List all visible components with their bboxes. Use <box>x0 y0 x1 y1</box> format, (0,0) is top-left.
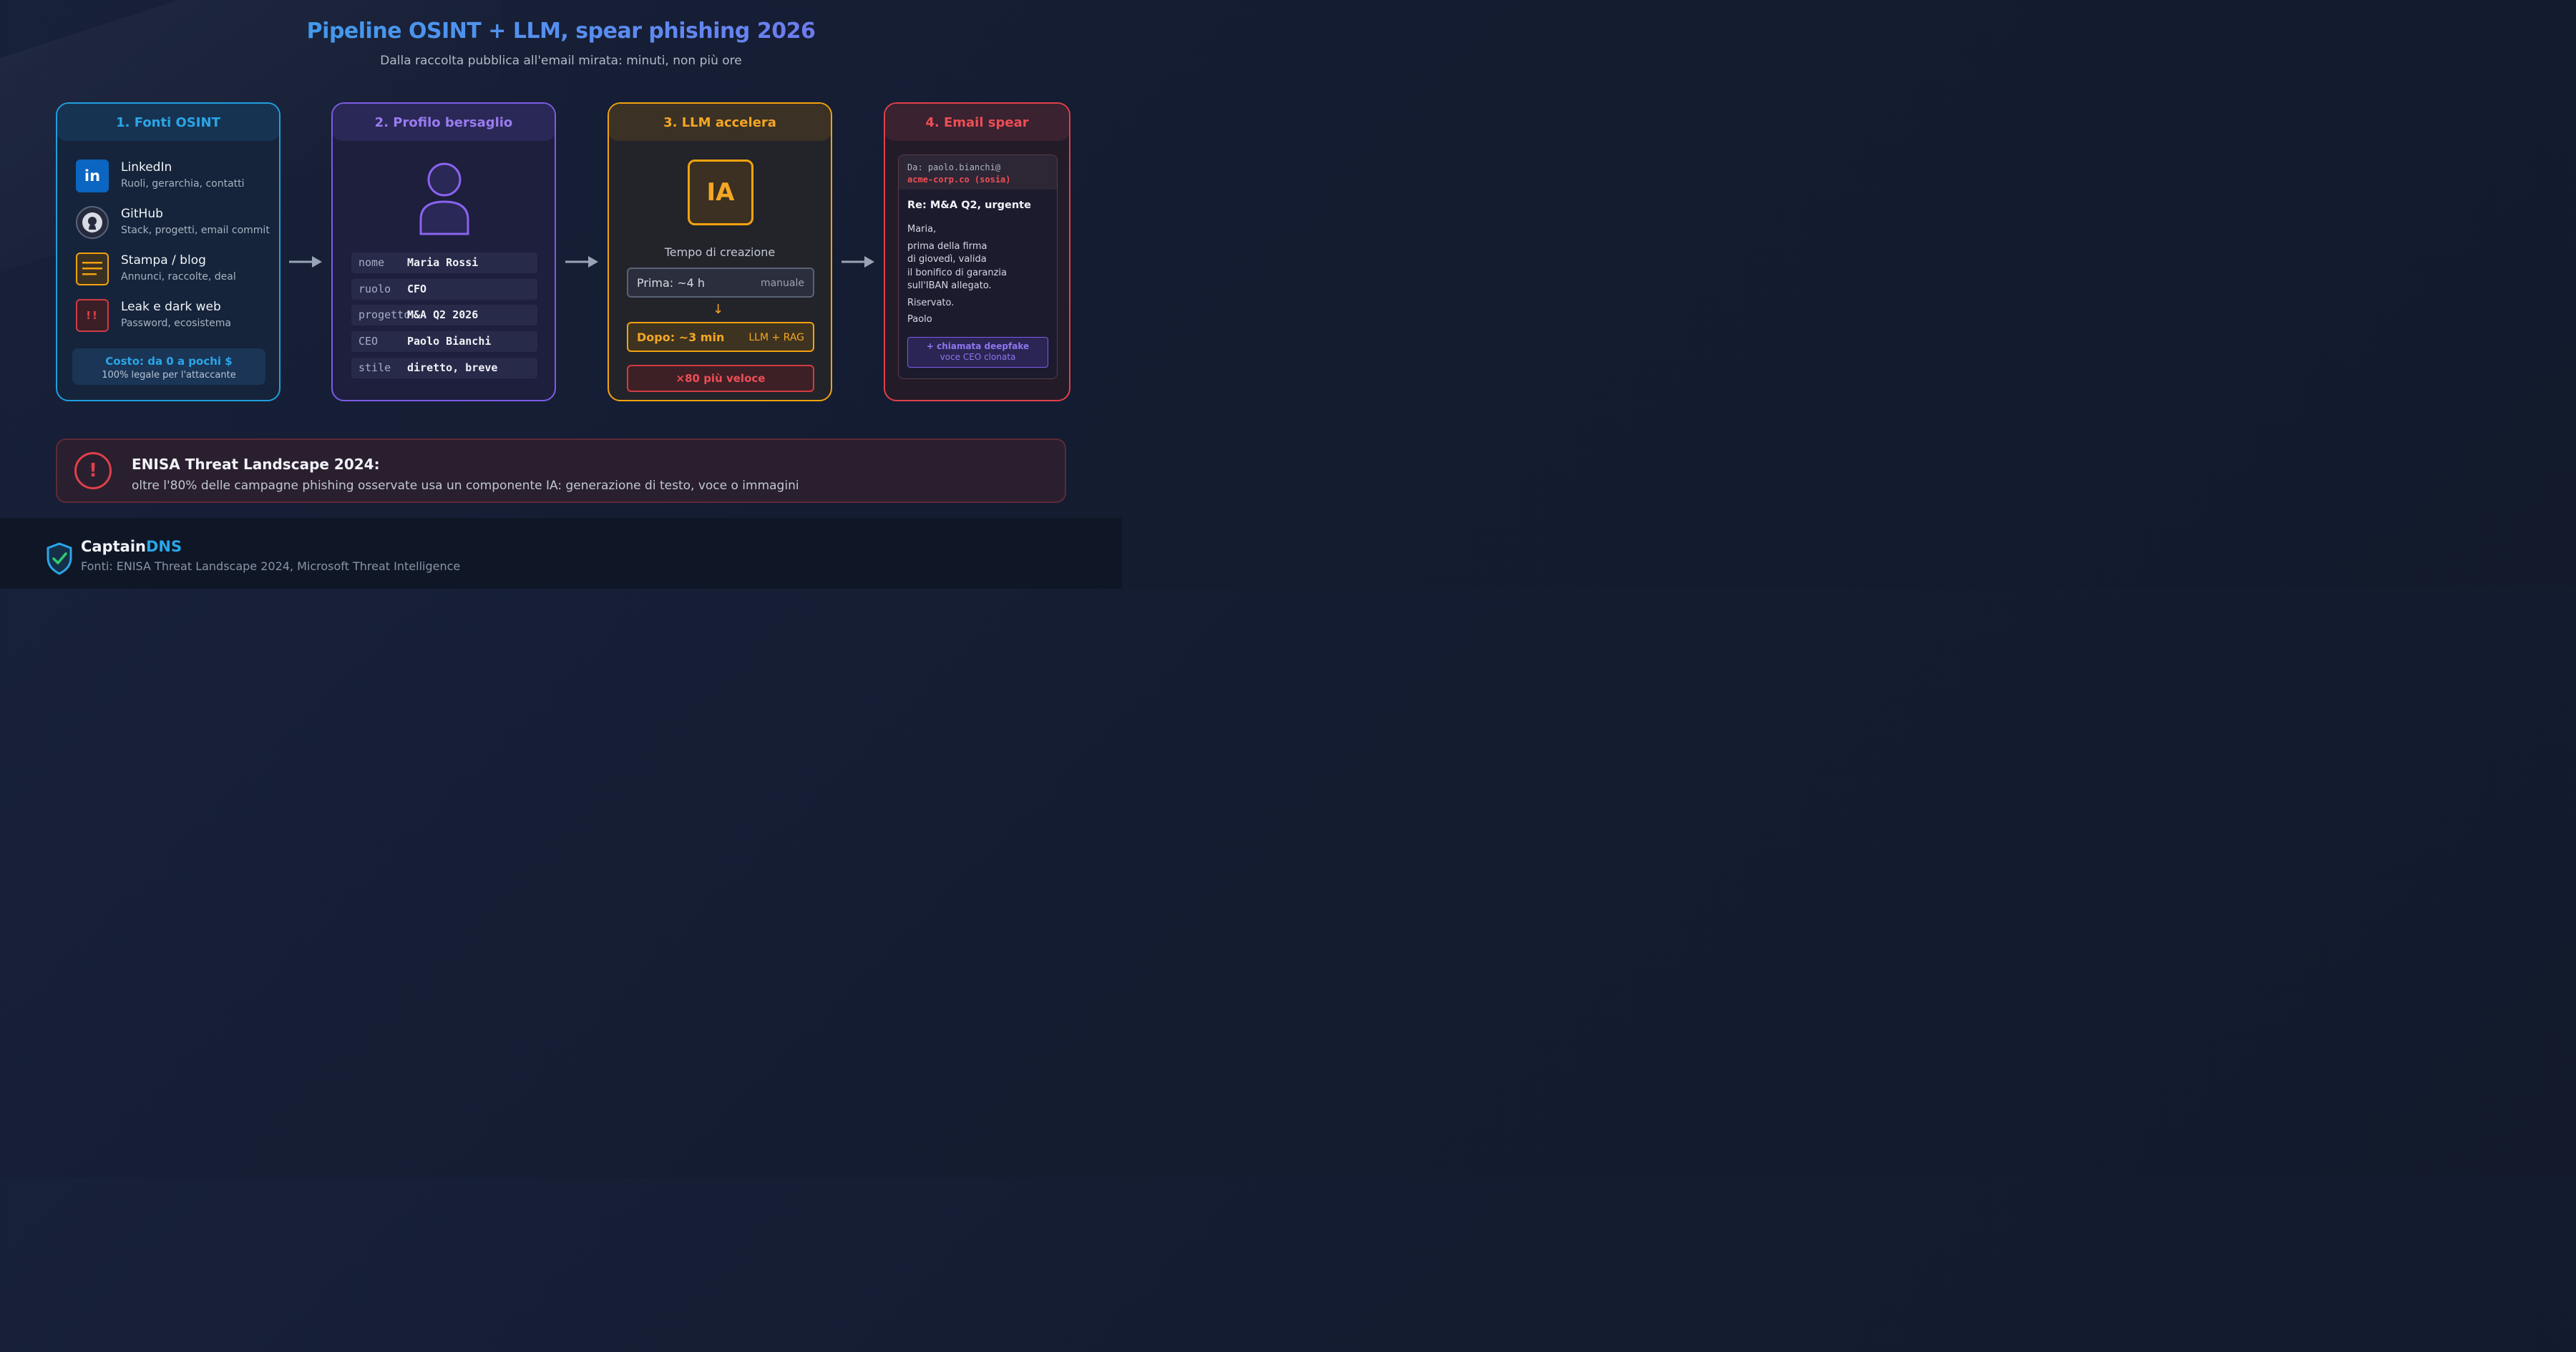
cost-box: Costo: da 0 a pochi $ 100% legale per l'… <box>72 348 265 385</box>
before-note: manuale <box>760 278 804 289</box>
source-item-linkedin: in LinkedIn Ruoli, gerarchia, contatti <box>76 160 276 195</box>
field-value: CFO <box>407 283 427 295</box>
cost-title: Costo: da 0 a pochi $ <box>105 355 233 368</box>
deepfake-line: voce CEO clonata <box>940 352 1016 362</box>
brand-accent: DNS <box>145 538 182 555</box>
step-card-spear-email: 4. Email spear Da: paolo.bianchi@ acme-c… <box>884 102 1070 401</box>
sources-note: Fonti: ENISA Threat Landscape 2024, Micr… <box>81 559 461 573</box>
field-value: diretto, breve <box>407 361 498 374</box>
after-time-box: Dopo: ~3 min LLM + RAG <box>627 322 814 352</box>
source-item-leak-darkweb: !! Leak e dark web Password, ecosistema <box>76 299 276 335</box>
source-desc: Annunci, raccolte, deal <box>121 271 236 283</box>
enisa-banner: ! ENISA Threat Landscape 2024: oltre l'8… <box>56 439 1066 503</box>
after-label: Dopo: ~3 min <box>637 330 725 344</box>
email-greeting: Maria, <box>907 224 937 235</box>
step-title: 1. Fonti OSINT <box>57 104 279 141</box>
email-preview: Da: paolo.bianchi@ acme-corp.co (sosia) … <box>898 155 1058 379</box>
cost-note: 100% legale per l'attaccante <box>102 370 236 381</box>
shield-check-icon <box>47 542 72 575</box>
field-key: CEO <box>358 335 379 348</box>
source-name: Leak e dark web <box>121 300 221 314</box>
after-note: LLM + RAG <box>748 332 804 343</box>
brand-main: Captain <box>81 538 146 555</box>
step-title: 4. Email spear <box>885 104 1069 141</box>
arrow-right-icon <box>565 256 598 268</box>
field-value: M&A Q2 2026 <box>407 308 479 321</box>
creation-time-label: Tempo di creazione <box>664 245 776 259</box>
arrow-right-icon <box>289 256 322 268</box>
profile-field: ruolo CFO <box>351 279 537 300</box>
alert-icon: !! <box>76 299 109 332</box>
profile-field: stile diretto, breve <box>351 358 537 378</box>
page-title: Pipeline OSINT + LLM, spear phishing 202… <box>0 19 1122 44</box>
email-subject: Re: M&A Q2, urgente <box>907 200 1031 211</box>
email-closing: Riservato. <box>907 297 955 308</box>
field-key: nome <box>358 256 385 269</box>
before-label: Prima: ~4 h <box>637 276 706 290</box>
footer <box>0 518 1122 589</box>
email-from-spoofed-domain: acme-corp.co (sosia) <box>907 175 1011 185</box>
arrow-right-icon <box>841 256 874 268</box>
ai-badge: IA <box>688 160 753 225</box>
step-title: 2. Profilo bersaglio <box>333 104 555 141</box>
linkedin-icon: in <box>76 160 109 192</box>
profile-field: nome Maria Rossi <box>351 253 537 273</box>
source-item-github: GitHub Stack, progetti, email commit <box>76 206 276 242</box>
person-icon <box>419 162 469 235</box>
field-key: progetto <box>358 308 411 321</box>
deepfake-line: + chiamata deepfake <box>926 341 1030 351</box>
source-desc: Ruoli, gerarchia, contatti <box>121 178 245 190</box>
email-from-line: Da: paolo.bianchi@ <box>907 162 1001 172</box>
profile-field: CEO Paolo Bianchi <box>351 331 537 352</box>
step-card-llm-accelerates: 3. LLM accelera IA Tempo di creazione Pr… <box>608 102 832 401</box>
source-desc: Stack, progetti, email commit <box>121 225 270 236</box>
profile-field: progetto M&A Q2 2026 <box>351 305 537 325</box>
step-card-target-profile: 2. Profilo bersaglio nome Maria Rossi ru… <box>331 102 556 401</box>
brand-name: CaptainDNS <box>81 538 182 555</box>
email-line: prima della firma <box>907 240 987 252</box>
email-line: di giovedì, valida <box>907 254 987 265</box>
source-name: LinkedIn <box>121 160 172 175</box>
email-signature: Paolo <box>907 314 932 325</box>
github-icon <box>76 206 109 239</box>
source-item-press-blog: Stampa / blog Annunci, raccolte, deal <box>76 253 276 288</box>
email-body: Maria, prima della firma di giovedì, val… <box>907 223 1007 330</box>
source-desc: Password, ecosistema <box>121 318 231 329</box>
step-title: 3. LLM accelera <box>609 104 831 141</box>
document-lines-icon <box>76 253 109 285</box>
speedup-badge: ×80 più veloce <box>627 365 814 392</box>
exclamation-icon: ! <box>74 452 112 489</box>
email-line: il bonifico di garanzia <box>907 267 1008 278</box>
email-line: sull'IBAN allegato. <box>907 280 992 291</box>
banner-text: oltre l'80% delle campagne phishing osse… <box>132 479 799 493</box>
field-key: stile <box>358 361 391 374</box>
source-name: Stampa / blog <box>121 253 206 268</box>
step-card-osint-sources: 1. Fonti OSINT in LinkedIn Ruoli, gerarc… <box>56 102 280 401</box>
before-time-box: Prima: ~4 h manuale <box>627 268 814 298</box>
banner-title: ENISA Threat Landscape 2024: <box>132 456 380 473</box>
page-subtitle: Dalla raccolta pubblica all'email mirata… <box>380 54 742 68</box>
arrow-down-icon: ↓ <box>713 302 724 317</box>
deepfake-call-badge: + chiamata deepfake voce CEO clonata <box>907 337 1048 368</box>
field-value: Paolo Bianchi <box>407 335 492 348</box>
field-value: Maria Rossi <box>407 256 479 269</box>
field-key: ruolo <box>358 283 391 295</box>
source-name: GitHub <box>121 207 163 221</box>
email-from: Da: paolo.bianchi@ acme-corp.co (sosia) <box>899 155 1057 190</box>
